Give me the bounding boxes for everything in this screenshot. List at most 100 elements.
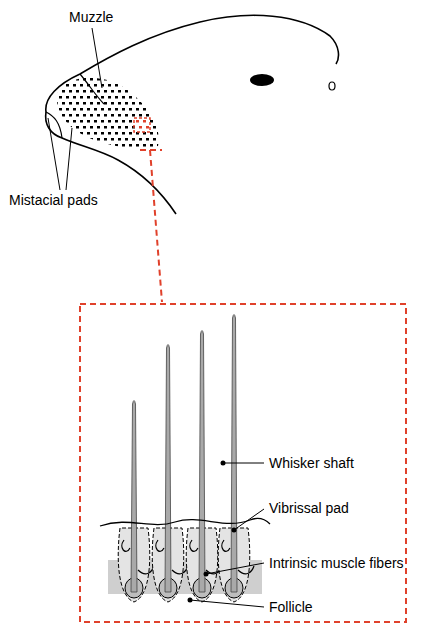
whisker-dot — [153, 102, 156, 105]
whisker-dot — [122, 108, 125, 111]
whisker-dot — [69, 78, 72, 81]
whisker-shaft — [165, 345, 171, 593]
whisker-dot — [125, 78, 128, 81]
leader-line — [66, 128, 72, 190]
whisker-dot — [62, 150, 65, 153]
whisker-dot — [94, 84, 97, 87]
whisker-dot — [104, 114, 107, 117]
zoom-line — [150, 150, 162, 302]
whisker-dot — [104, 150, 107, 153]
whisker-dot — [55, 126, 58, 129]
whisker-dot — [83, 102, 86, 105]
whisker-dot — [125, 114, 128, 117]
whisker-dot — [83, 90, 86, 93]
whisker-dot — [101, 144, 104, 147]
whisker-dot — [118, 126, 121, 129]
leader-line — [206, 563, 264, 574]
whisker-dot — [139, 90, 142, 93]
whisker-dot — [122, 132, 125, 135]
whisker-dot — [66, 120, 69, 123]
whisker-dot — [157, 84, 160, 87]
whisker-dot — [101, 108, 104, 111]
whisker-dot — [83, 138, 86, 141]
whisker-dot — [115, 108, 118, 111]
whisker-dot — [132, 78, 135, 81]
whisker-dot — [146, 126, 149, 129]
whisker-dot — [59, 144, 62, 147]
leader-dot — [188, 598, 193, 603]
whisker-dot — [104, 126, 107, 129]
part-label: Vibrissal pad — [268, 500, 350, 516]
eye — [250, 74, 274, 86]
zoom-area — [134, 118, 150, 132]
whisker-dot — [59, 120, 62, 123]
whisker-dot — [83, 114, 86, 117]
part-label: Follicle — [268, 599, 314, 615]
whisker-dot — [83, 150, 86, 153]
whisker-dot — [150, 108, 153, 111]
whisker-dot — [136, 108, 139, 111]
whisker-dot — [160, 126, 163, 129]
whisker-dot — [59, 96, 62, 99]
whisker-dot — [122, 84, 125, 87]
whisker-dot — [55, 102, 58, 105]
whisker-dot — [66, 108, 69, 111]
whisker-dot — [160, 138, 163, 141]
whisker-dot — [69, 102, 72, 105]
whisker-dot — [104, 90, 107, 93]
whisker-dot — [76, 90, 79, 93]
whisker-dot — [136, 120, 139, 123]
whisker-dot — [83, 78, 86, 81]
muscle-fiber — [156, 540, 164, 551]
whisker-dot — [59, 84, 62, 87]
whisker-dot — [108, 108, 111, 111]
whisker-dot — [90, 90, 93, 93]
leader-line — [92, 28, 102, 88]
whisker-dot — [108, 96, 111, 99]
whisker-dot — [150, 132, 153, 135]
whisker-dot — [132, 138, 135, 141]
whisker-dot — [129, 84, 132, 87]
whisker-dot — [104, 78, 107, 81]
whisker-dot — [69, 114, 72, 117]
whisker-dot — [59, 108, 62, 111]
whisker-dot — [118, 102, 121, 105]
whisker-dot — [125, 126, 128, 129]
whisker-dot — [80, 84, 83, 87]
whisker-dot — [157, 96, 160, 99]
whisker-dot — [146, 114, 149, 117]
whisker-dot — [94, 96, 97, 99]
whisker-dot — [146, 150, 149, 153]
whisker-dot — [80, 108, 83, 111]
whisker-dot — [118, 138, 121, 141]
whisker-dot — [153, 126, 156, 129]
whisker-dot — [73, 120, 76, 123]
whisker-dot — [73, 132, 76, 135]
whisker-dot — [87, 132, 90, 135]
whisker-dot — [129, 96, 132, 99]
whisker-dot — [55, 138, 58, 141]
whisker-dot — [52, 108, 55, 111]
whisker-dot — [143, 120, 146, 123]
whisker-dot — [108, 144, 111, 147]
whisker-dot — [129, 132, 132, 135]
whisker-dot — [118, 90, 121, 93]
part-label: Intrinsic muscle fibers — [268, 555, 405, 571]
part-label: Mistacial pads — [8, 192, 99, 208]
leader-dot — [221, 461, 226, 466]
leader-line — [223, 463, 264, 464]
whisker-dot — [59, 132, 62, 135]
whisker-dot — [101, 132, 104, 135]
whisker-dot — [115, 84, 118, 87]
whisker-dot — [139, 78, 142, 81]
zoom-line — [140, 149, 162, 151]
whisker-dot — [139, 126, 142, 129]
whisker-dot — [150, 144, 153, 147]
whisker-dot — [80, 132, 83, 135]
whisker-dot — [150, 96, 153, 99]
whisker-dot — [80, 120, 83, 123]
whisker-dot — [153, 114, 156, 117]
whisker-dot — [139, 114, 142, 117]
whisker-dot — [146, 78, 149, 81]
